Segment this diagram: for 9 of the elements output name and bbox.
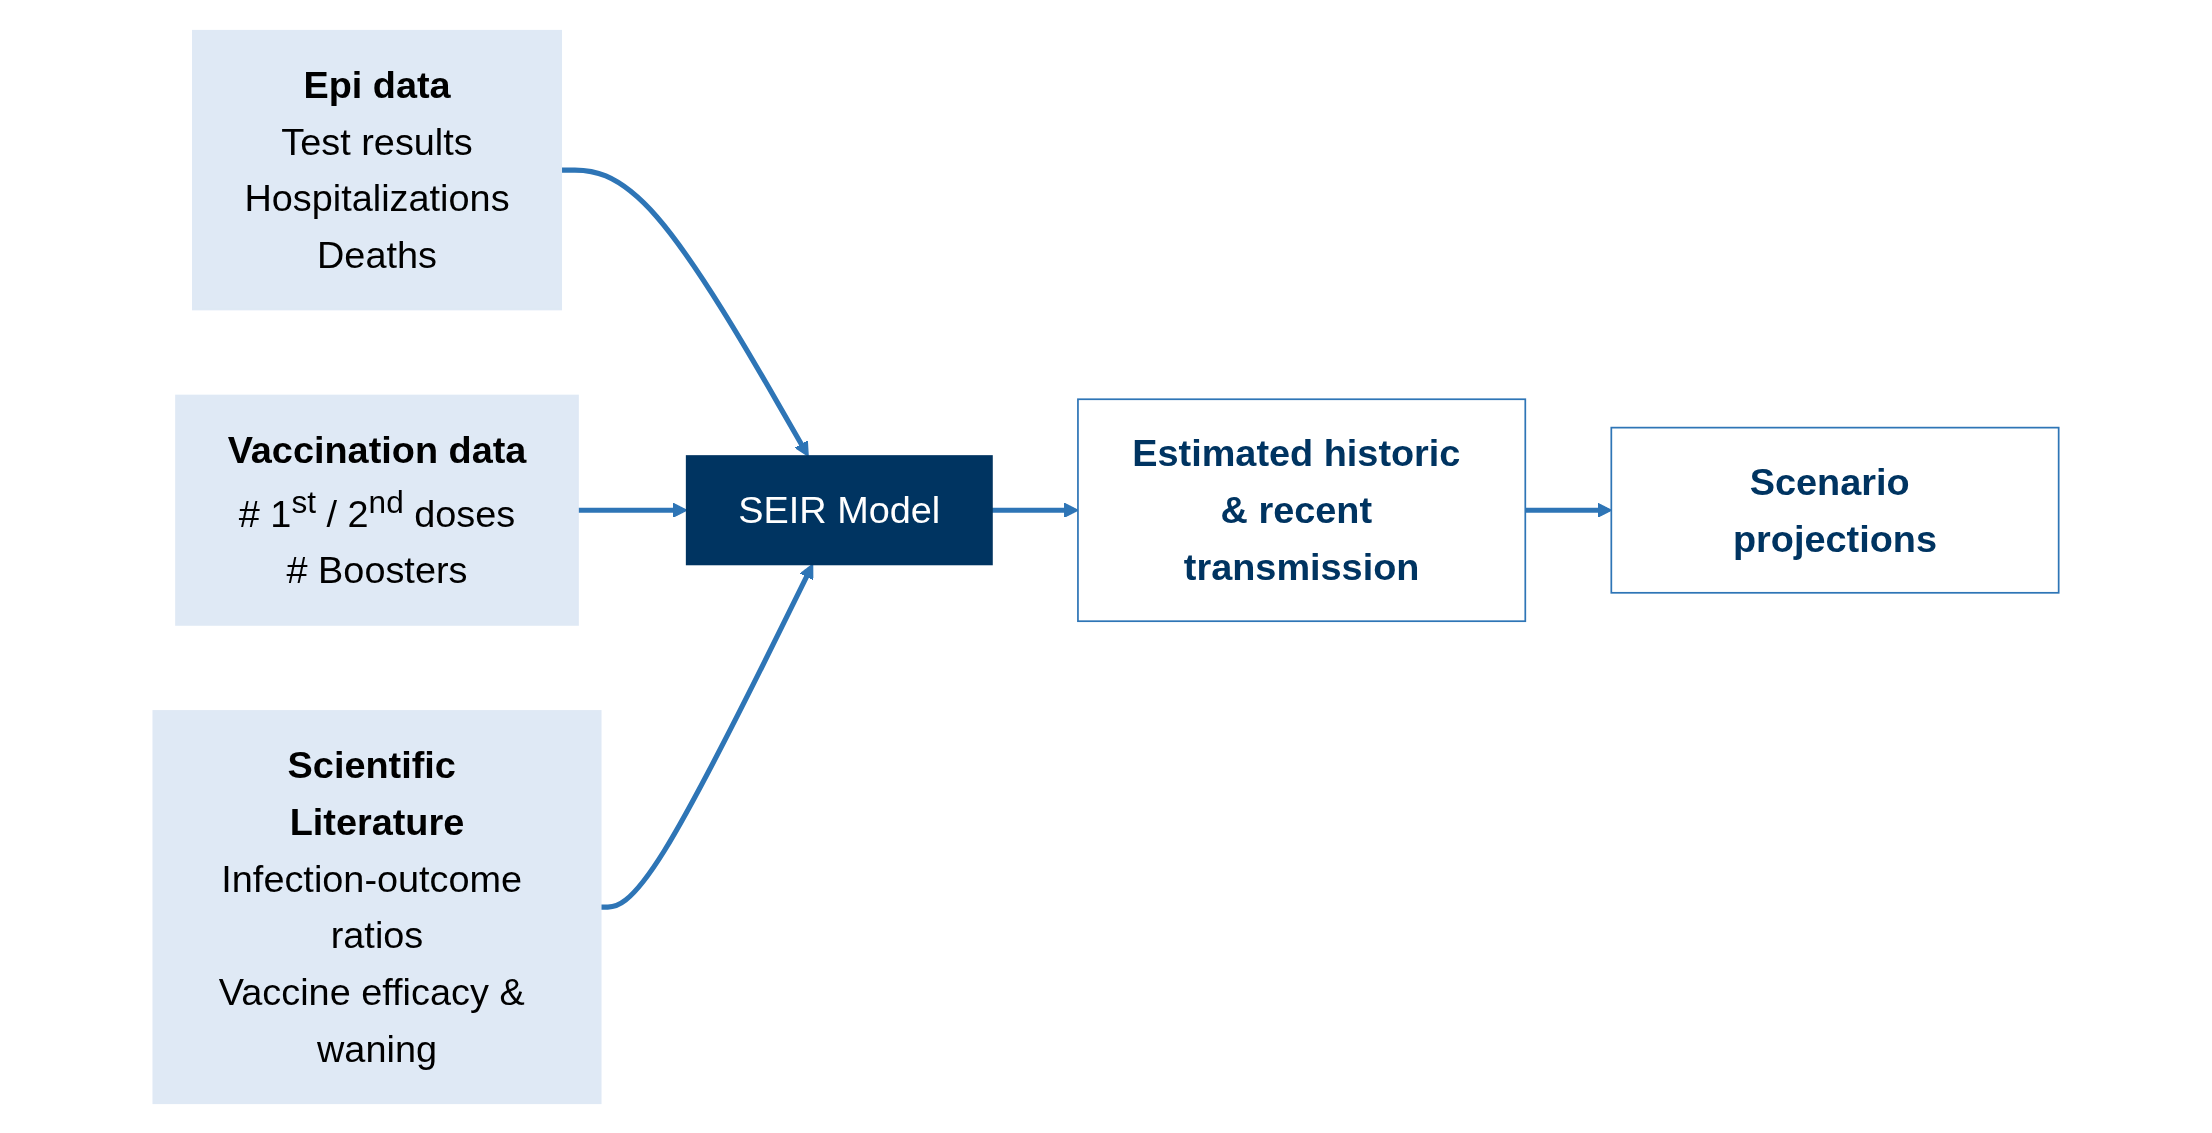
- node-box: Scientific Literature Infection-outcome ratios Vaccine efficacy & waning: [152, 709, 602, 1104]
- node-box: Epi data Test results Hospitalizations Deaths: [192, 29, 563, 310]
- arrow: [600, 563, 814, 910]
- node-box: Vaccination data # 1$^{st}$ / 2$^{nd}$ doses # Boosters: [175, 394, 579, 626]
- arrow: [1525, 502, 1612, 518]
- arrow: [561, 167, 809, 457]
- node-box: SEIR Model: [685, 454, 993, 565]
- node-box: Scenario projections: [1610, 426, 2060, 594]
- node-box: Estimated historic & recent transmission: [1077, 397, 1527, 622]
